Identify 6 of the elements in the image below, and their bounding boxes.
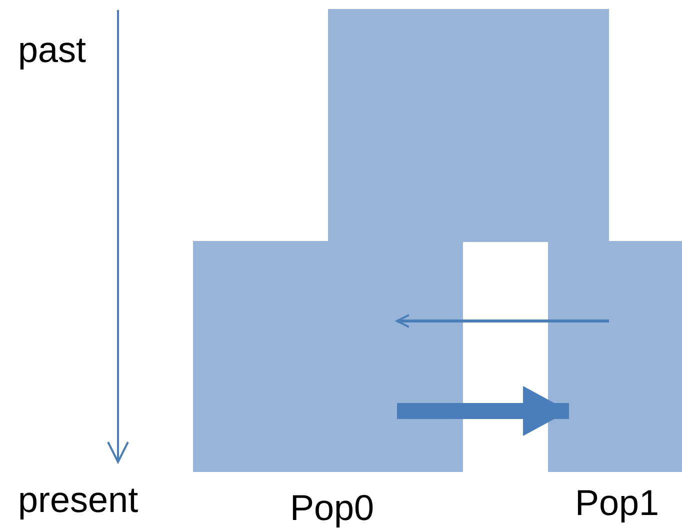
migration-arrow <box>397 386 569 436</box>
population-label: Pop0 <box>290 490 374 526</box>
migration-arrow <box>396 314 609 328</box>
time-label: past <box>18 32 86 68</box>
time-label: present <box>18 482 138 518</box>
population-label: Pop1 <box>575 485 660 521</box>
